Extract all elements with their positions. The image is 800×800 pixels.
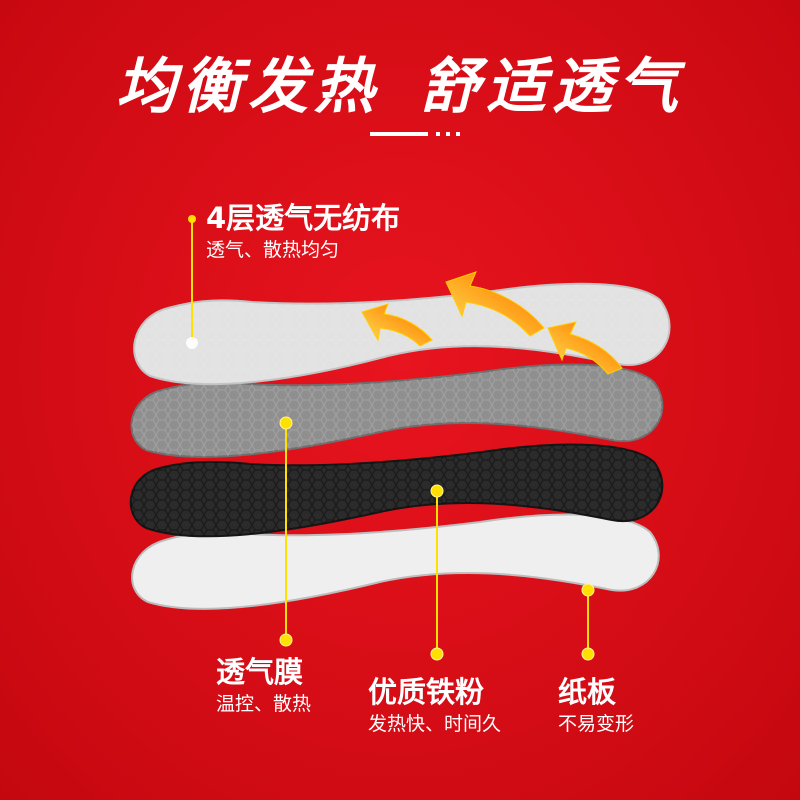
label-iron-title: 优质铁粉: [368, 675, 485, 709]
layer-board: [131, 513, 660, 610]
label-film: 透气膜 温控、散热: [216, 654, 311, 718]
heat-arrow-icon: [361, 303, 433, 347]
headline-right: 舒适透气: [420, 52, 684, 122]
label-nonwoven: 4层透气无纺布 透气、散热均匀: [206, 200, 400, 264]
heat-arrow-icon: [445, 271, 545, 337]
layer-iron-powder: [129, 443, 664, 538]
layer-film: [130, 363, 664, 458]
callout-iron: [430, 484, 444, 661]
callout-board: [581, 583, 595, 661]
label-iron: 优质铁粉 发热快、时间久: [368, 674, 501, 738]
label-film-title: 透气膜: [216, 655, 304, 689]
heat-arrow-icon: [547, 321, 623, 375]
label-nonwoven-title: 4层透气无纺布: [206, 201, 401, 235]
label-nonwoven-subtitle: 透气、散热均匀: [206, 239, 340, 261]
headline-divider: [370, 128, 460, 140]
label-board-subtitle: 不易变形: [558, 713, 635, 735]
callout-nonwoven: [186, 215, 198, 349]
label-film-subtitle: 温控、散热: [216, 693, 312, 715]
label-iron-subtitle: 发热快、时间久: [368, 713, 502, 735]
label-board: 纸板 不易变形: [558, 674, 634, 738]
headline-left: 均衡发热: [116, 52, 380, 122]
label-board-title: 纸板: [558, 675, 617, 709]
headline: 均衡发热舒适透气: [0, 38, 800, 125]
callout-film: [279, 416, 293, 647]
